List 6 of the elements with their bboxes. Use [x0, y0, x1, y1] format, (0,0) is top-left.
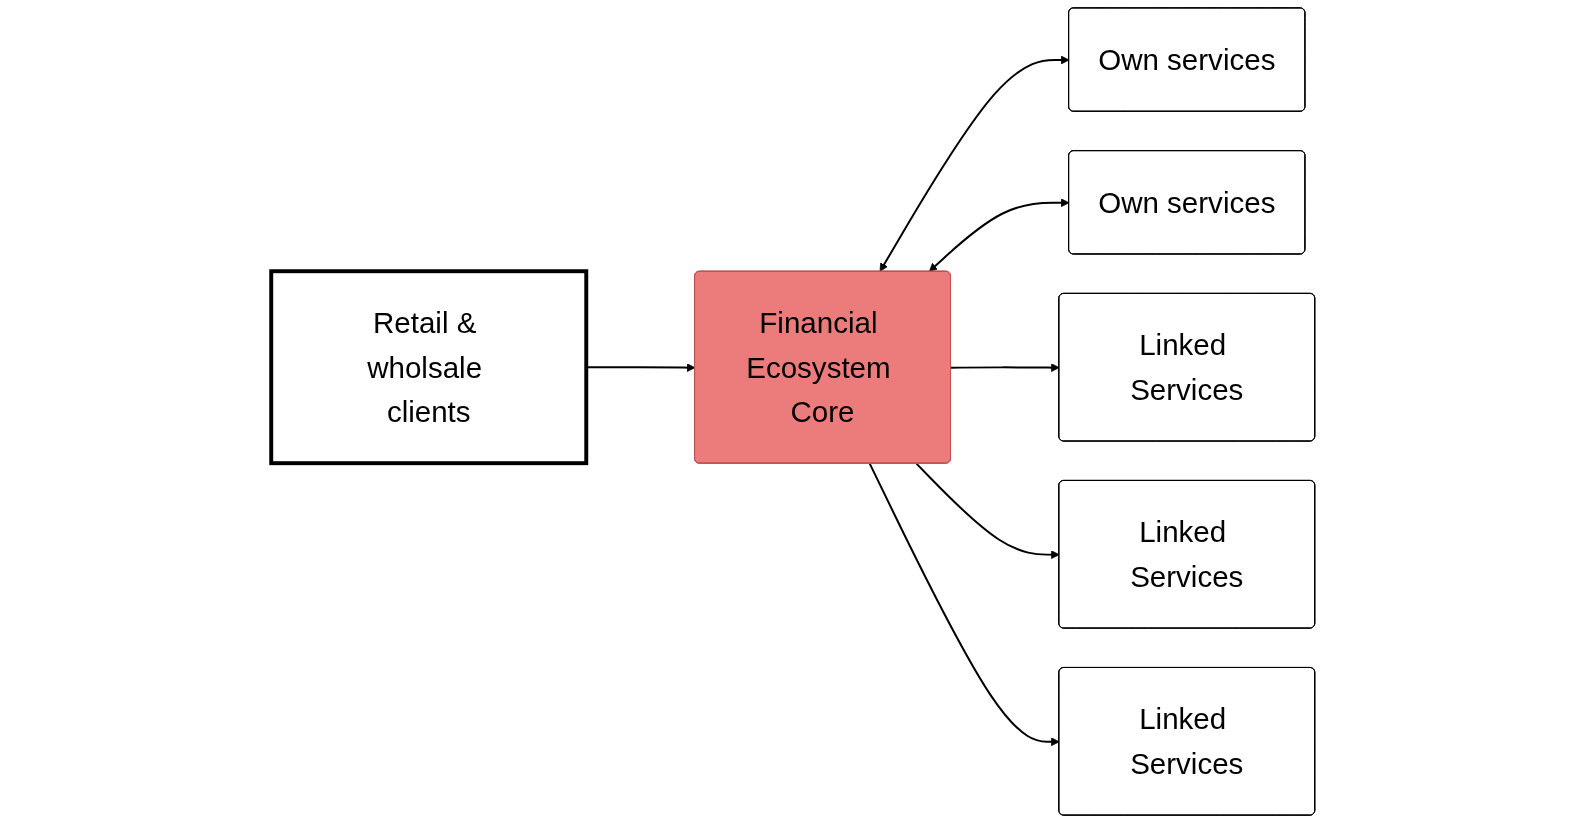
- arrow: [928, 198, 1070, 272]
- arrow: [868, 462, 1060, 747]
- arrow: [879, 55, 1070, 272]
- arrow: [950, 363, 1060, 372]
- arrow: [915, 462, 1060, 559]
- node-box: Retail & wholsale clients: [269, 269, 589, 466]
